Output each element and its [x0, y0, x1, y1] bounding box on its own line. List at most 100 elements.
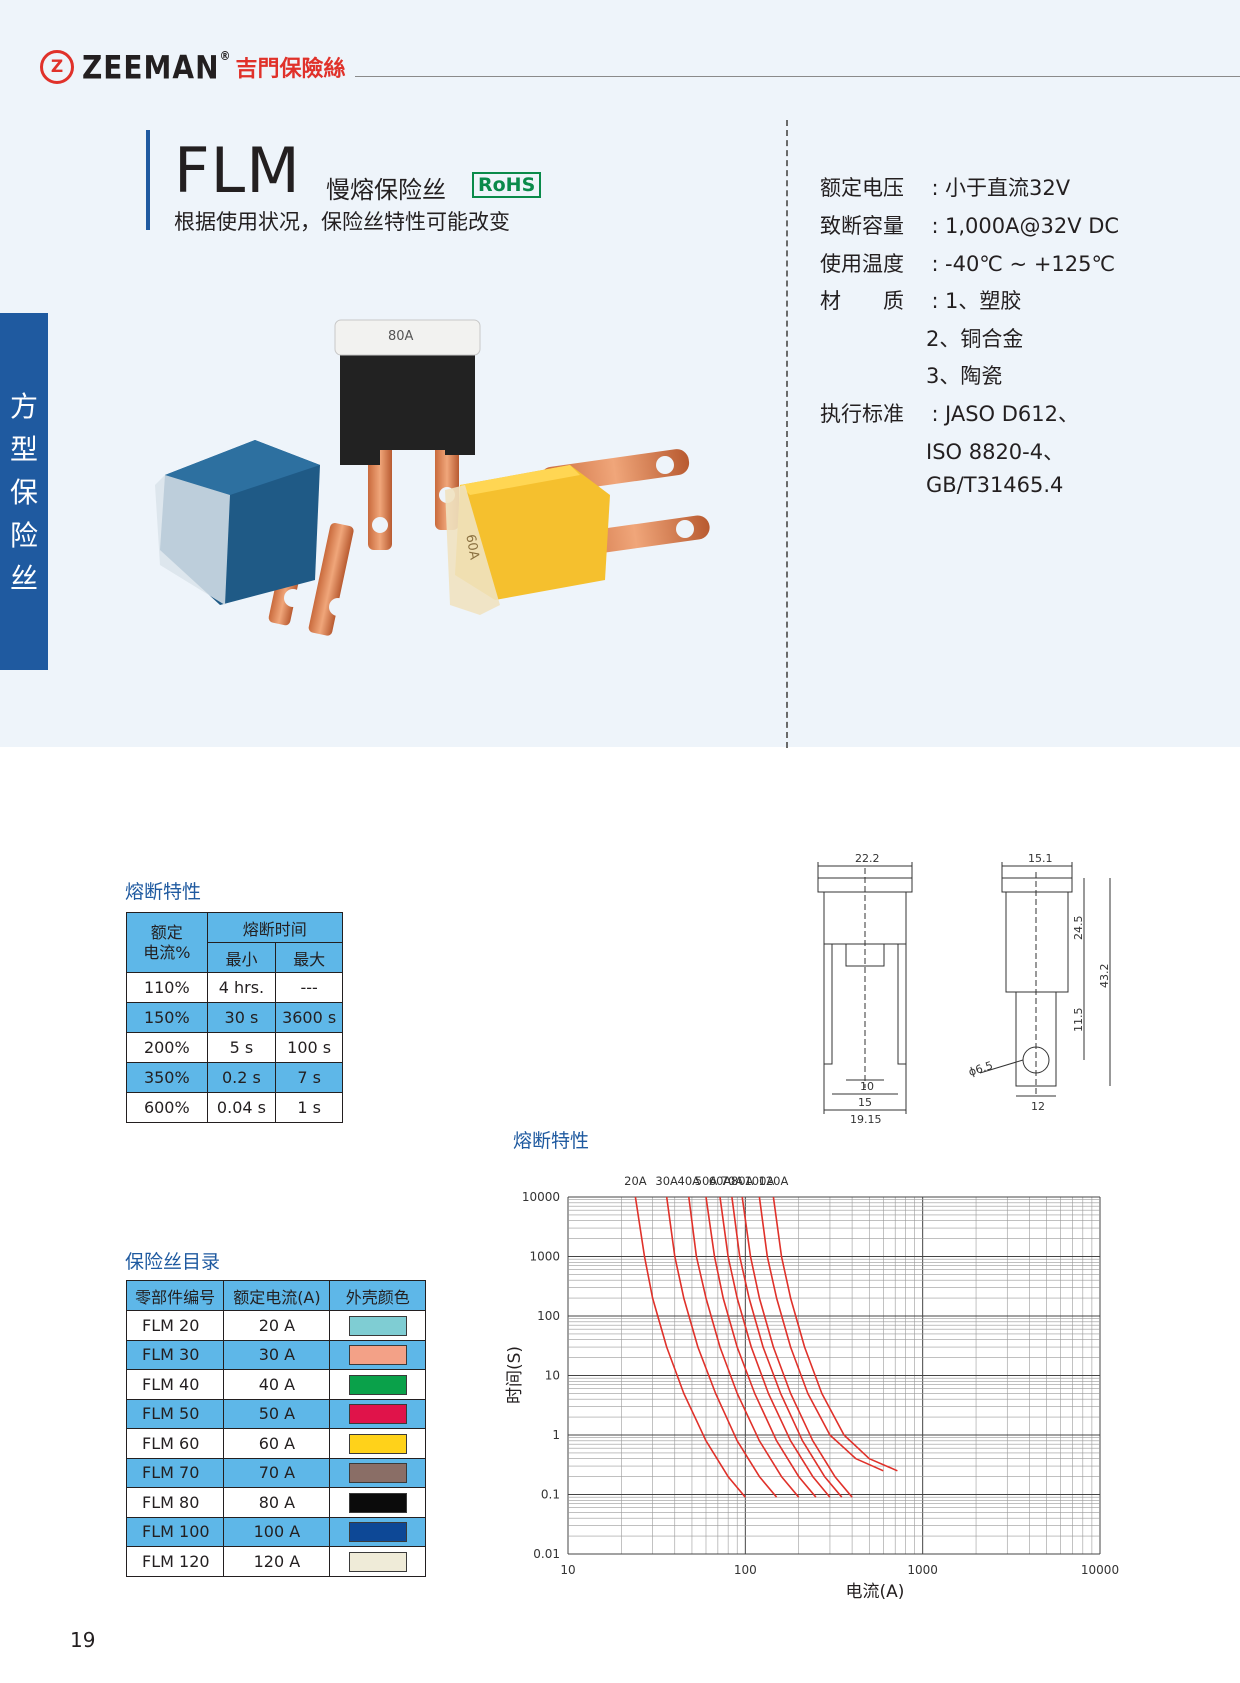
- spec-continuation: 3、陶瓷: [926, 364, 1003, 388]
- top-band: [0, 0, 1240, 747]
- dim-side-body: 24.5: [1072, 916, 1085, 941]
- rated-current: 60 A: [223, 1428, 331, 1459]
- series-line-80A: [741, 1196, 853, 1498]
- blue-fuse-image: [155, 440, 354, 636]
- rated-current: 40 A: [223, 1369, 331, 1400]
- spec-row: 致断容量:1,000A@32V DC: [820, 214, 1120, 238]
- dim-side-total: 43.2: [1098, 964, 1111, 989]
- side-view: [979, 862, 1111, 1097]
- spec-continuation: GB/T31465.4: [926, 473, 1064, 497]
- rated-current: 50 A: [223, 1398, 331, 1429]
- cell: 3600 s: [275, 1002, 343, 1033]
- title-accent-bar: [146, 130, 150, 230]
- chart-section-title: 熔断特性: [513, 1130, 590, 1152]
- y-tick-label: 1000: [529, 1250, 560, 1264]
- color-swatch: [348, 1374, 407, 1395]
- rated-current: 80 A: [223, 1487, 331, 1518]
- part-number: FLM 50: [125, 1398, 225, 1429]
- series-label-70A: 70A: [721, 1174, 744, 1188]
- series-line-70A: [731, 1196, 843, 1498]
- dim-front-blade: 15: [858, 1096, 872, 1109]
- housing-color-cell: [329, 1369, 426, 1400]
- spec-continuation: 2、铜合金: [926, 327, 1024, 351]
- cell: 350%: [126, 1062, 208, 1093]
- series-line-120A: [772, 1196, 898, 1472]
- dimension-drawing: 22.2 10 15 19.15 15.1 24.5 43.2 11.5 ϕ6.…: [817, 852, 1111, 1126]
- color-swatch: [348, 1315, 407, 1336]
- product-note: 根据使用状况，保险丝特性可能改变: [174, 210, 510, 234]
- color-swatch: [348, 1404, 407, 1424]
- y-tick-label: 0.01: [533, 1547, 560, 1561]
- header-rule: [355, 76, 1240, 77]
- catalog-section-title: 保险丝目录: [125, 1251, 221, 1273]
- spec-continuation: ISO 8820-4、: [926, 440, 1065, 464]
- housing-color-cell: [329, 1339, 426, 1370]
- series-line-100A: [758, 1196, 884, 1472]
- dim-front-gap: 10: [860, 1080, 874, 1093]
- housing-color-cell: [329, 1398, 426, 1429]
- y-tick-label: 100: [537, 1309, 560, 1323]
- cell: 0.04 s: [206, 1092, 277, 1123]
- brand-mark-icon: Z: [40, 50, 74, 84]
- series-line-20A: [634, 1196, 746, 1498]
- series-label-120A: 120A: [759, 1174, 789, 1188]
- color-swatch: [348, 1433, 407, 1454]
- series-label-20A: 20A: [624, 1174, 647, 1188]
- table-row: 110%4 hrs.---: [126, 972, 343, 1003]
- fusing-header-max: 最大: [275, 942, 343, 973]
- color-swatch: [348, 1463, 407, 1483]
- series-line-40A: [688, 1196, 800, 1498]
- rated-current: 120 A: [223, 1546, 331, 1577]
- cell: 110%: [126, 972, 208, 1003]
- color-swatch: [348, 1492, 407, 1513]
- fusing-section-title: 熔断特性: [125, 881, 202, 903]
- catalog-header-current: 额定电流(A): [223, 1280, 331, 1311]
- series-line-30A: [665, 1196, 778, 1498]
- series-line-60A: [719, 1196, 831, 1498]
- series-label-30A: 30A: [655, 1174, 678, 1188]
- product-photo: 80A 60A: [155, 319, 710, 636]
- dim-side-blade-width: 12: [1031, 1100, 1045, 1113]
- chart-x-label: 电流(A): [846, 1582, 905, 1602]
- photo-label-black: 80A: [388, 329, 414, 344]
- part-number: FLM 80: [125, 1487, 225, 1518]
- rated-current: 20 A: [223, 1310, 331, 1341]
- cell: ---: [275, 972, 343, 1003]
- housing-color-cell: [329, 1428, 426, 1459]
- cell: 200%: [126, 1032, 208, 1063]
- dim-front-width: 22.2: [855, 852, 880, 865]
- fusing-header-rated: 额定 电流%: [126, 912, 208, 973]
- spec-row: 使用温度:-40℃ ~ +125℃: [820, 252, 1116, 276]
- chart-y-label: 时间(S): [505, 1346, 525, 1404]
- cell: 100 s: [275, 1032, 343, 1063]
- photo-label-yellow: 60A: [462, 533, 481, 561]
- rated-current: 100 A: [223, 1516, 331, 1547]
- catalog-header-part: 零部件编号: [125, 1280, 225, 1311]
- color-swatch: [348, 1522, 407, 1542]
- housing-color-cell: [329, 1487, 426, 1518]
- housing-color-cell: [329, 1516, 426, 1547]
- part-number: FLM 40: [125, 1369, 225, 1400]
- part-number: FLM 30: [125, 1339, 225, 1370]
- fusing-table: 额定 电流% 熔断时间 最小 最大 110%4 hrs.--- 150%30 s…: [126, 912, 344, 1123]
- color-swatch: [348, 1345, 407, 1365]
- cell: 150%: [126, 1002, 208, 1033]
- front-view: [817, 862, 913, 1114]
- chart-series: [634, 1196, 898, 1498]
- rohs-badge: RoHS: [472, 172, 542, 198]
- page-number: 19: [70, 1628, 96, 1652]
- cell: 4 hrs.: [206, 972, 277, 1003]
- product-title: FLM: [174, 134, 301, 207]
